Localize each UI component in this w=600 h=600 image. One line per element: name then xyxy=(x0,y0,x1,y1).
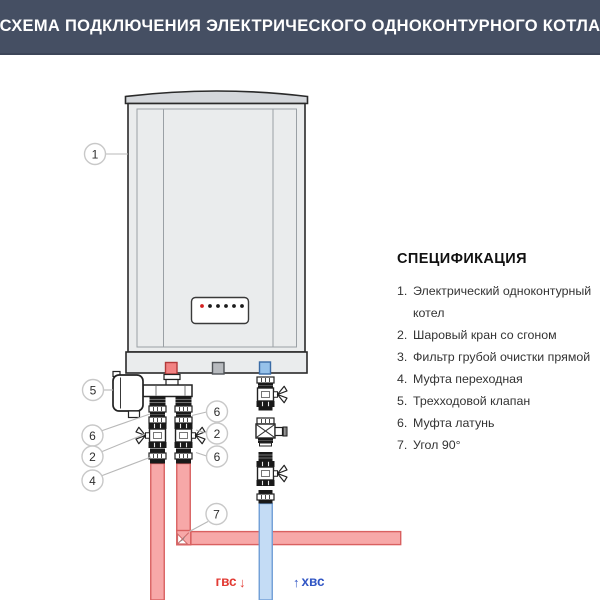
grey-outlet-stub xyxy=(211,361,225,375)
hot-water-pipes xyxy=(150,462,402,600)
ball-valve xyxy=(255,376,288,411)
elbow-90-fitting xyxy=(177,532,190,545)
specification-panel: СПЕЦИФИКАЦИЯ 1. Электрический одноконтур… xyxy=(397,251,597,456)
callout-4-transition-coupling: 4 xyxy=(81,469,104,492)
boiler-inner-frame xyxy=(136,108,297,348)
spec-item-6: 6. Муфта латунь xyxy=(397,416,495,430)
cold-inlet-stub xyxy=(258,361,272,375)
control-panel-indicator-lights xyxy=(200,304,244,308)
right-hot-column-fittings xyxy=(173,405,206,464)
transition-coupling xyxy=(148,448,167,464)
cold-water-label: хвс xyxy=(302,574,325,589)
callouts: 1 5 6 2 4 6 2 xyxy=(81,142,229,532)
header-bar: СХЕМА ПОДКЛЮЧЕНИЯ ЭЛЕКТРИЧЕСКОГО ОДНОКОН… xyxy=(0,0,600,55)
svg-text:6: 6 xyxy=(214,405,221,419)
hot-pipe-left xyxy=(150,462,165,600)
page-title: СХЕМА ПОДКЛЮЧЕНИЯ ЭЛЕКТРИЧЕСКОГО ОДНОКОН… xyxy=(0,17,600,35)
callout-5-three-way-valve: 5 xyxy=(81,378,105,402)
boiler-control-panel xyxy=(190,296,250,325)
hot-pipe-horizontal xyxy=(190,530,402,546)
coarse-filter xyxy=(255,417,288,447)
spec-item-2: 2. Шаровый кран со сгоном xyxy=(397,328,557,342)
specification-title: СПЕЦИФИКАЦИЯ xyxy=(397,251,527,267)
callout-7-elbow: 7 xyxy=(205,502,228,526)
spec-item-4: 4. Муфта переходная xyxy=(397,372,523,386)
boiler-top-cap xyxy=(124,90,309,105)
hot-outlet-stub xyxy=(164,361,178,375)
brass-coupling xyxy=(256,490,275,504)
svg-text:5: 5 xyxy=(90,383,97,397)
boiler xyxy=(124,90,309,375)
spec-item-7: 7. Угол 90° xyxy=(397,438,461,452)
ball-valve xyxy=(255,452,288,487)
callout-6-left-coupling: 6 xyxy=(81,424,104,447)
three-way-valve-body xyxy=(112,374,144,412)
svg-text:2: 2 xyxy=(214,427,221,441)
svg-text:1: 1 xyxy=(92,147,99,161)
svg-text:4: 4 xyxy=(89,474,96,488)
svg-text:6: 6 xyxy=(89,429,96,443)
svg-text:2: 2 xyxy=(89,450,96,464)
svg-text:7: 7 xyxy=(213,507,220,521)
pipe-labels: гвс ↓ ↑ хвс xyxy=(215,574,325,590)
hot-pipe-right-vertical xyxy=(176,462,191,532)
callout-2-left-valve: 2 xyxy=(81,445,104,468)
brass-coupling xyxy=(148,405,167,424)
cold-column-fittings xyxy=(255,376,288,504)
hot-down-arrow-icon: ↓ xyxy=(239,575,246,590)
callout-6-right-top-coupling: 6 xyxy=(205,400,229,423)
svg-text:6: 6 xyxy=(214,450,221,464)
cold-up-arrow-icon: ↑ xyxy=(293,575,300,590)
callout-6-right-bottom-coupling: 6 xyxy=(205,445,229,468)
spec-item-3: 3. Фильтр грубой очистки прямой xyxy=(397,350,591,364)
three-way-valve xyxy=(112,370,193,419)
spec-item-5: 5. Трехходовой клапан xyxy=(397,394,531,408)
callout-1-boiler: 1 xyxy=(83,142,107,166)
hot-water-label: гвс xyxy=(215,574,237,589)
brass-coupling xyxy=(174,448,193,464)
cold-water-pipe xyxy=(258,502,273,600)
brass-coupling xyxy=(174,405,193,424)
left-hot-column-fittings xyxy=(135,405,168,464)
callout-2-right-valve: 2 xyxy=(205,422,229,445)
spec-item-1: 1. Электрический одноконтурный котел xyxy=(397,284,592,320)
ball-valve xyxy=(173,422,206,449)
